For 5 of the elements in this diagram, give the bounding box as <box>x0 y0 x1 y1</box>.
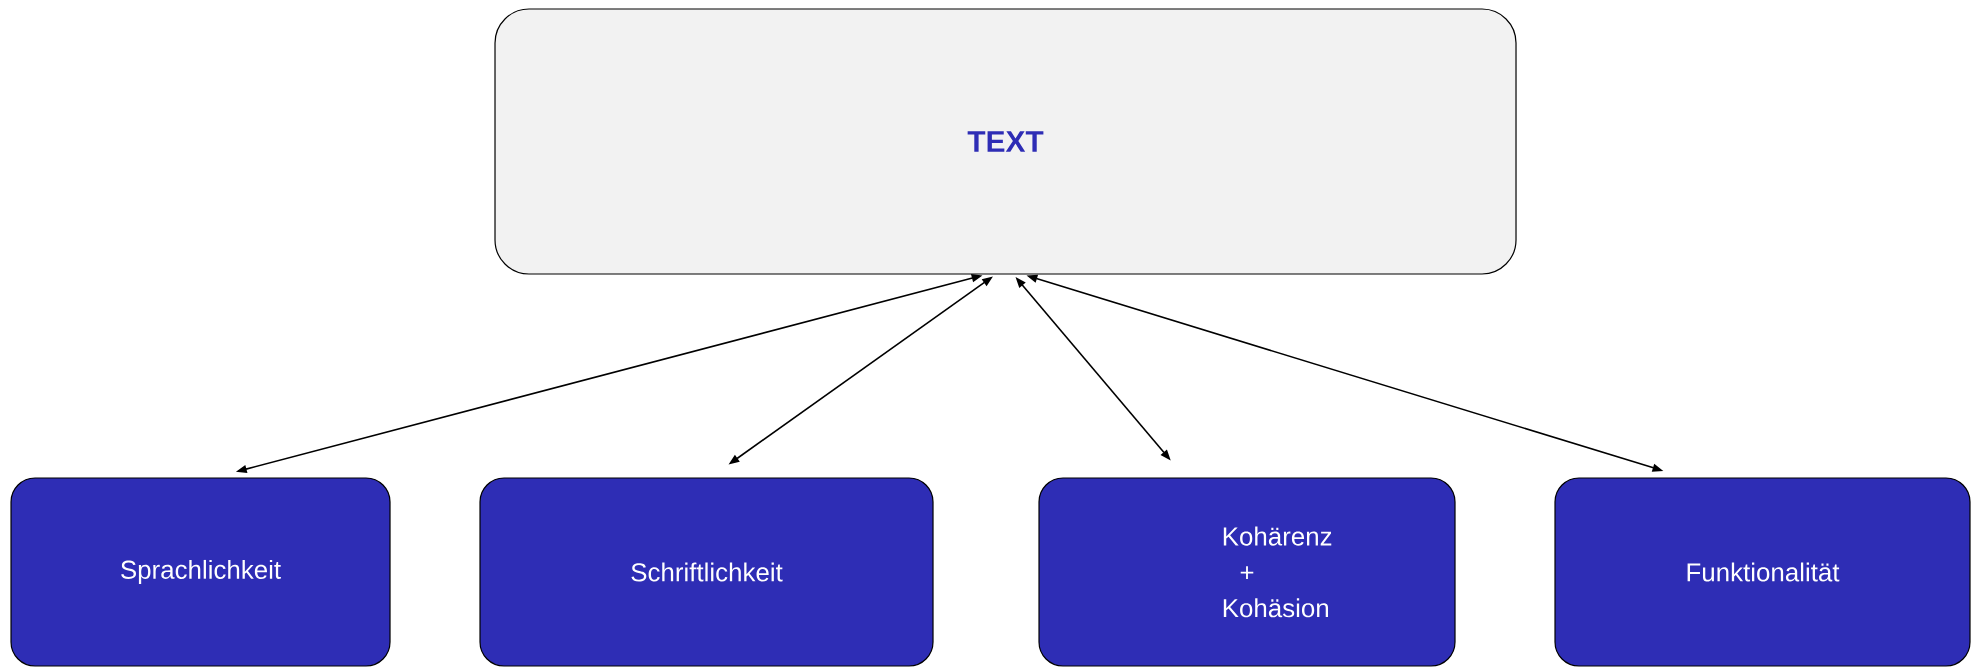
category-box: Funktionalität <box>1554 477 1971 667</box>
main-box: TEXT <box>494 8 1517 275</box>
category-box: Kohärenz + Kohäsion <box>1038 477 1456 667</box>
category-box: Schriftlichkeit <box>479 477 934 667</box>
category-box: Sprachlichkeit <box>10 477 391 667</box>
